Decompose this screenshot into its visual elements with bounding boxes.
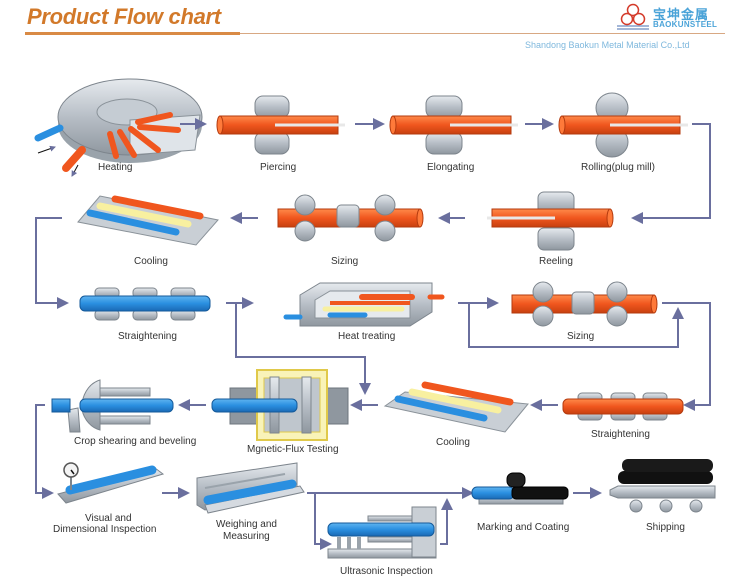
cooling-bed-icon-2 [383, 381, 529, 433]
step-label-ultrasonic: Ultrasonic Inspection [340, 566, 433, 577]
gauge-inspection-icon [57, 462, 165, 504]
step-label-weighing-line2: Measuring [223, 531, 270, 542]
step-label-rolling: Rolling(plug mill) [581, 162, 655, 173]
rotary-furnace-icon [34, 78, 203, 177]
step-label-mft: Mgnetic-Flux Testing [247, 444, 339, 455]
step-label-piercing: Piercing [260, 162, 297, 173]
reeling-mill-icon [487, 191, 614, 251]
heat-treatment-furnace-icon [283, 282, 445, 327]
step-label-crop: Crop shearing and beveling [74, 436, 197, 447]
sizing-mill-icon-2 [511, 281, 658, 327]
marking-coating-icon [471, 472, 569, 505]
step-label-reeling: Reeling [539, 256, 573, 267]
sizing-mill-icon [277, 194, 424, 242]
step-label-cooling-2: Cooling [436, 437, 470, 448]
step-label-heat-treating: Heat treating [338, 331, 396, 342]
step-label-sizing-1: Sizing [331, 256, 359, 267]
company-logo-icon [617, 3, 649, 30]
logo-chinese-text: 宝坤金属 [653, 7, 710, 22]
step-label-heating: Heating [98, 162, 133, 173]
crop-shear-icon [51, 379, 174, 433]
elongating-mill-icon [389, 95, 518, 155]
page-title: Product Flow chart [27, 4, 221, 29]
step-label-elongating: Elongating [427, 162, 475, 173]
magnetic-flux-tester-icon [211, 369, 349, 441]
straightener-icon-2 [562, 392, 684, 421]
step-label-visual-line2: Dimensional Inspection [53, 524, 157, 535]
step-label-straightening-1: Straightening [118, 331, 177, 342]
piercing-mill-icon [216, 95, 345, 155]
cooling-bed-icon [77, 195, 219, 246]
logo-english-text: BAOKUNSTEEL [653, 20, 718, 29]
weighing-rack-icon [196, 462, 305, 514]
step-label-sizing-2: Sizing [567, 331, 595, 342]
company-name: Shandong Baokun Metal Material Co.,Ltd [525, 40, 690, 50]
step-label-marking: Marking and Coating [477, 522, 570, 533]
step-label-weighing-line1: Weighing and [216, 519, 277, 530]
header-divider [240, 33, 725, 34]
straightener-icon [79, 287, 211, 321]
title-underline [25, 32, 240, 35]
step-label-visual-line1: Visual and [85, 513, 132, 524]
step-label-cooling-1: Cooling [134, 256, 168, 267]
shipping-cart-icon [609, 459, 716, 513]
step-label-shipping: Shipping [646, 522, 685, 533]
plug-mill-icon [558, 92, 688, 158]
step-label-straightening-2: Straightening [591, 429, 650, 440]
ultrasonic-tester-icon [327, 506, 437, 559]
